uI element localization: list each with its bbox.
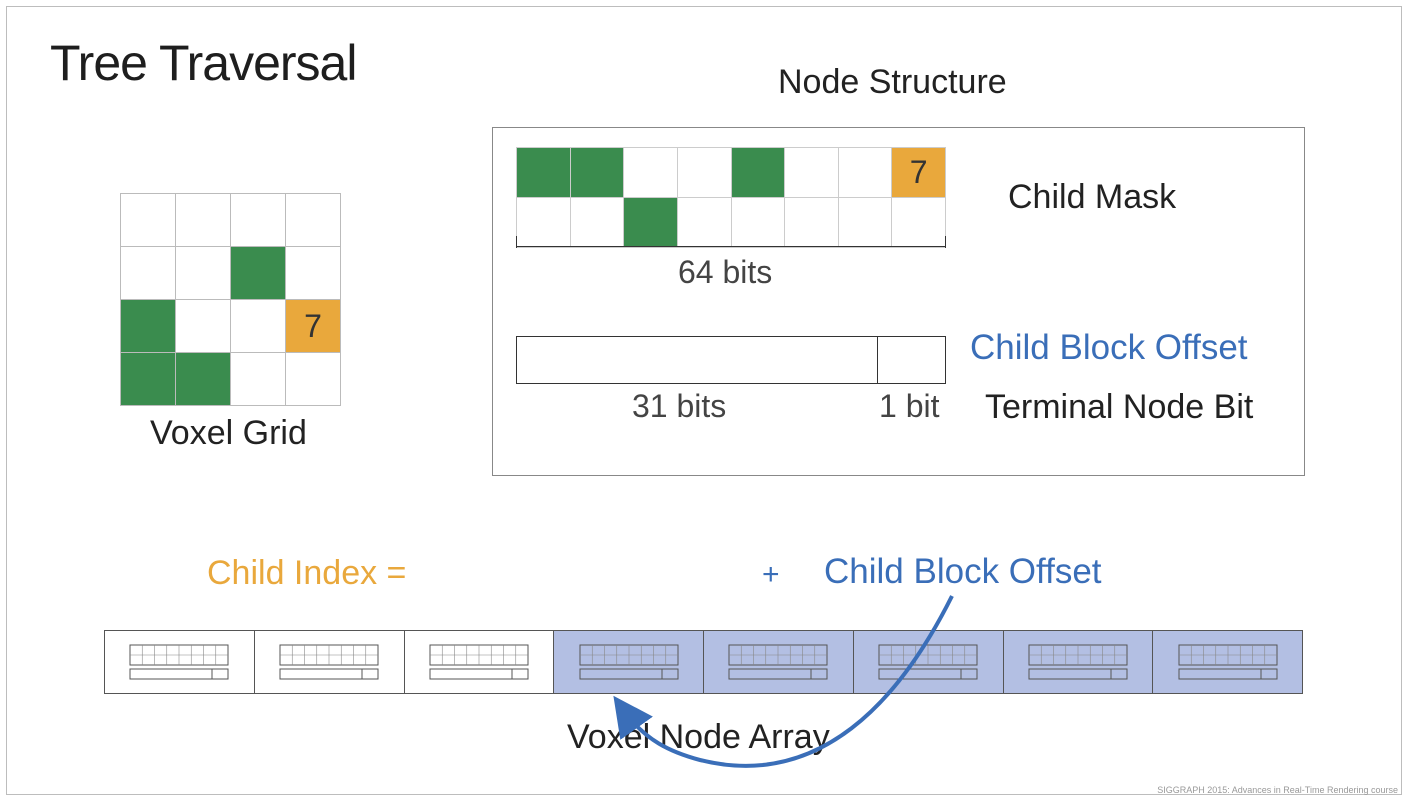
offset-arrow-path <box>613 595 954 768</box>
bits-1-label: 1 bit <box>879 388 940 424</box>
child-mask-cell: 7 <box>892 148 946 198</box>
node-array-slot <box>1003 631 1154 693</box>
node-icon <box>579 644 679 680</box>
child-mask-cell <box>731 198 786 248</box>
voxel-grid: 7 <box>120 193 341 406</box>
node-array-slot <box>405 631 555 693</box>
child-mask-cell <box>570 198 625 248</box>
footer-credit: SIGGRAPH 2015: Advances in Real-Time Ren… <box>1157 785 1398 795</box>
node-array-slot <box>1153 631 1302 693</box>
voxel-grid-cell <box>231 247 286 300</box>
plus-sign: + <box>762 558 780 591</box>
voxel-grid-cell <box>231 300 286 353</box>
node-structure-label: Node Structure <box>778 63 1007 101</box>
voxel-grid-cell <box>121 247 176 300</box>
child-index-label: Child Index = <box>207 554 407 592</box>
formula-child-block-offset: Child Block Offset <box>824 552 1102 591</box>
voxel-grid-cell <box>121 194 176 247</box>
child-mask-cell <box>892 198 946 248</box>
voxel-node-array-label: Voxel Node Array <box>567 718 830 756</box>
voxel-grid-cell <box>176 300 231 353</box>
voxel-grid-cell <box>286 247 341 300</box>
child-mask-bracket-right <box>945 236 946 248</box>
child-mask-cell <box>838 148 893 198</box>
slide-title: Tree Traversal <box>50 35 357 91</box>
voxel-grid-cell <box>286 194 341 247</box>
node-array-slot <box>704 631 854 693</box>
terminal-node-bit-label: Terminal Node Bit <box>985 388 1254 426</box>
node-icon <box>279 644 379 680</box>
node-icon <box>129 644 229 680</box>
child-mask-cell <box>785 148 839 198</box>
child-mask-cell <box>624 148 678 198</box>
node-array-slot <box>255 631 405 693</box>
voxel-grid-cell: 7 <box>286 300 341 353</box>
bits-31-label: 31 bits <box>632 388 727 424</box>
child-mask-cell <box>624 198 678 248</box>
voxel-grid-label: Voxel Grid <box>150 414 307 452</box>
child-mask-label: Child Mask <box>1008 178 1177 216</box>
node-icon <box>1028 644 1128 680</box>
child-mask-cell <box>785 198 839 248</box>
voxel-grid-cell <box>176 247 231 300</box>
child-mask-cell <box>731 148 786 198</box>
voxel-grid-cell <box>231 194 286 247</box>
node-array-slot <box>105 631 255 693</box>
node-structure-box <box>492 127 1305 476</box>
voxel-grid-cell <box>121 300 176 353</box>
voxel-grid-cell <box>231 353 286 406</box>
child-mask-bracket-left <box>516 236 517 248</box>
child-mask-cell <box>677 198 732 248</box>
child-mask-cell <box>517 198 571 248</box>
slide-frame <box>6 6 1402 795</box>
node-icon <box>728 644 828 680</box>
child-mask-cell <box>677 148 732 198</box>
node-icon <box>878 644 978 680</box>
child-mask-bracket-line <box>516 246 946 247</box>
voxel-grid-cell <box>176 353 231 406</box>
voxel-grid-cell <box>176 194 231 247</box>
child-block-offset-label: Child Block Offset <box>970 328 1248 367</box>
child-mask-grid: 7 <box>516 147 946 248</box>
node-icon <box>1178 644 1278 680</box>
bits-64-label: 64 bits <box>678 254 773 290</box>
voxel-grid-cell <box>121 353 176 406</box>
offset-terminal-field <box>516 336 946 384</box>
node-array-slot <box>554 631 704 693</box>
child-mask-cell <box>517 148 571 198</box>
field-divider <box>877 337 878 383</box>
node-icon <box>429 644 529 680</box>
child-mask-cell <box>570 148 625 198</box>
voxel-grid-cell <box>286 353 341 406</box>
child-mask-cell <box>838 198 893 248</box>
